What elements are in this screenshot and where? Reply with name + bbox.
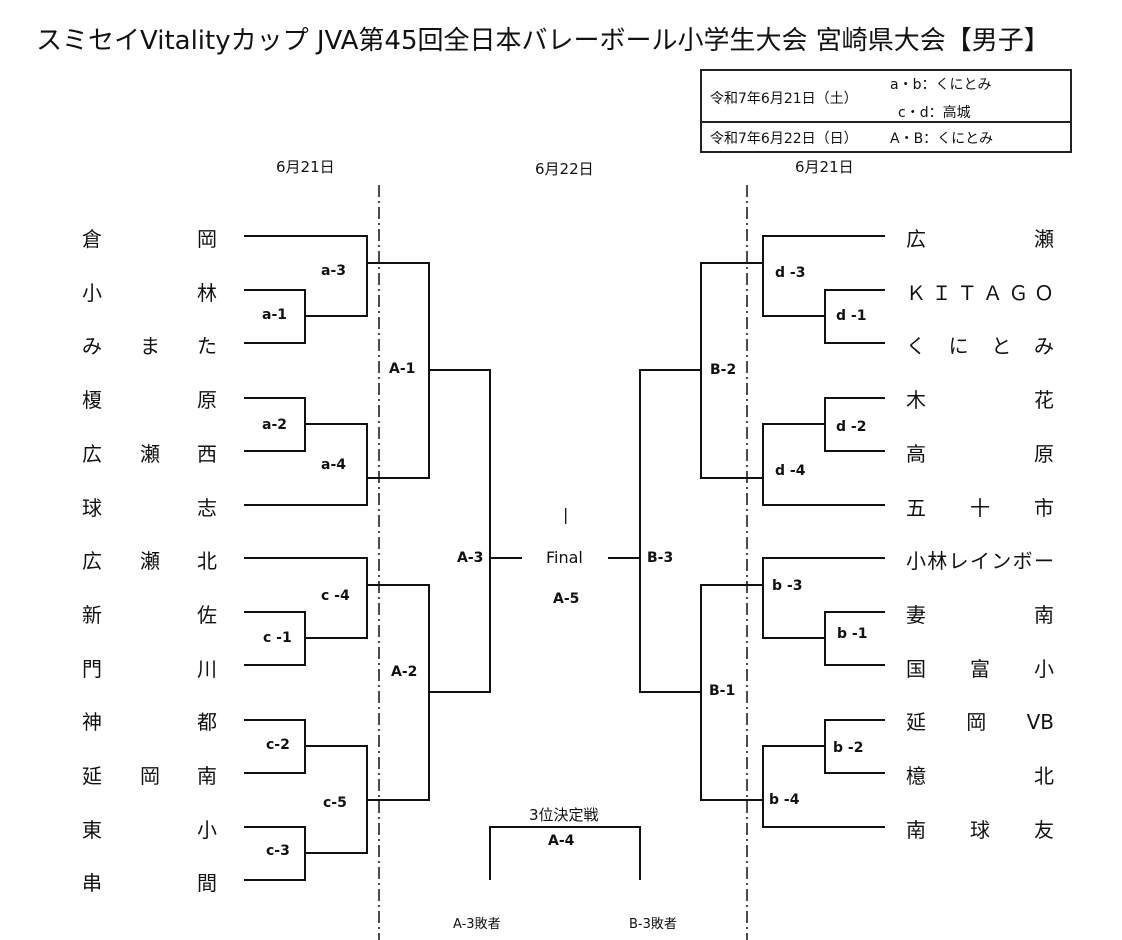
match-label-a1: a-1 bbox=[262, 307, 287, 323]
left-team-2-char-3: 林 bbox=[197, 280, 217, 305]
match-label-A3: A-3 bbox=[457, 550, 484, 566]
match-label-d2: d -2 bbox=[836, 419, 867, 435]
right-team-7: 小林レインボー bbox=[906, 549, 1054, 574]
left-team-10-char-3: 都 bbox=[197, 710, 217, 735]
right-team-8: 妻 南 bbox=[906, 602, 1054, 627]
schedule-row-day1: 令和7年6月21日（土） a・b：くにとみ c・d：高城 bbox=[702, 71, 1070, 123]
match-label-c2: c-2 bbox=[266, 737, 290, 753]
right-team-9: 国 富 小 bbox=[906, 656, 1054, 681]
match-label-A5: A-5 bbox=[553, 591, 580, 607]
match-label-d1: d -1 bbox=[836, 308, 867, 324]
right-team-3: く に と み bbox=[906, 334, 1054, 359]
left-team-7-char-1: 広 bbox=[82, 549, 102, 574]
schedule-day2-date: 令和7年6月22日（日） bbox=[710, 131, 858, 147]
left-team-9-char-1: 門 bbox=[82, 656, 102, 681]
match-label-B3: B-3 bbox=[647, 550, 674, 566]
left-team-2-char-1: 小 bbox=[82, 280, 102, 305]
left-team-6-char-3: 志 bbox=[197, 495, 217, 520]
right-team-11: 檍 北 bbox=[906, 764, 1054, 788]
schedule-box: 令和7年6月21日（土） a・b：くにとみ c・d：高城 令和7年6月22日（日… bbox=[700, 69, 1072, 153]
third-place-left-loser: A-3敗者 bbox=[453, 917, 501, 932]
left-team-11-char-1: 延 bbox=[82, 764, 102, 788]
match-label-B2: B-2 bbox=[710, 362, 737, 378]
schedule-day1-date: 令和7年6月21日（土） bbox=[710, 91, 858, 107]
match-label-d3: d -3 bbox=[775, 265, 806, 281]
left-team-10-char-1: 神 bbox=[82, 710, 102, 735]
left-team-8-char-1: 新 bbox=[82, 602, 102, 627]
left-team-7-char-2: 瀬 bbox=[140, 549, 160, 574]
left-team-6-char-1: 球 bbox=[82, 495, 102, 520]
match-label-b2: b -2 bbox=[833, 740, 864, 756]
left-team-4-char-3: 原 bbox=[197, 388, 217, 413]
day-label-right: 6月21日 bbox=[795, 158, 854, 176]
left-team-12-char-3: 小 bbox=[197, 817, 217, 842]
left-team-11-char-2: 岡 bbox=[140, 764, 160, 788]
right-team-10: 延 岡 VB bbox=[906, 710, 1054, 735]
right-team-4: 木 花 bbox=[906, 388, 1054, 413]
left-team-5-char-1: 広 bbox=[82, 441, 102, 466]
day-label-center: 6月22日 bbox=[535, 160, 594, 178]
right-team-12: 南 球 友 bbox=[906, 817, 1054, 842]
left-team-9-char-3: 川 bbox=[197, 656, 217, 681]
left-team-5-char-3: 西 bbox=[197, 441, 217, 466]
right-team-1: 広 瀬 bbox=[906, 227, 1054, 251]
third-place-right-loser: B-3敗者 bbox=[629, 917, 677, 932]
match-label-a3: a-3 bbox=[321, 263, 346, 279]
right-team-2: ＫＩＴＡＧＯ bbox=[906, 280, 1054, 305]
match-label-c1: c -1 bbox=[263, 630, 292, 646]
schedule-day2-venue-AB: A・B：くにとみ bbox=[890, 131, 994, 147]
match-label-a2: a-2 bbox=[262, 417, 287, 433]
match-label-A4: A-4 bbox=[548, 833, 575, 849]
match-label-d4: d -4 bbox=[775, 463, 806, 479]
schedule-day1-venue-cd: c・d：高城 bbox=[898, 105, 971, 121]
match-label-B1: B-1 bbox=[709, 683, 736, 699]
final-label: Final bbox=[546, 548, 583, 567]
right-team-5: 高 原 bbox=[906, 441, 1054, 466]
match-label-b3: b -3 bbox=[772, 578, 803, 594]
match-label-b1: b -1 bbox=[837, 626, 868, 642]
left-team-7-char-3: 北 bbox=[197, 549, 217, 574]
match-label-A2: A-2 bbox=[391, 664, 418, 680]
match-label-a4: a-4 bbox=[321, 457, 346, 473]
left-team-12-char-1: 東 bbox=[82, 817, 102, 842]
match-label-A1: A-1 bbox=[389, 361, 416, 377]
third-place-title: 3位決定戦 bbox=[529, 806, 599, 824]
left-team-5-char-2: 瀬 bbox=[140, 441, 160, 466]
left-team-13-char-3: 間 bbox=[197, 871, 217, 896]
final-mark: | bbox=[563, 505, 569, 524]
left-team-11-char-3: 南 bbox=[197, 764, 217, 788]
match-label-c4: c -4 bbox=[321, 588, 350, 604]
schedule-day1-venue-ab: a・b：くにとみ bbox=[890, 77, 992, 93]
left-team-1-char-1: 倉 bbox=[82, 227, 102, 251]
left-team-13-char-1: 串 bbox=[82, 871, 102, 896]
left-team-3-char-2: ま bbox=[140, 334, 160, 359]
page-title: スミセイVitalityカップ JVA第45回全日本バレーボール小学生大会 宮崎… bbox=[36, 26, 1050, 56]
left-team-3-char-3: た bbox=[197, 334, 217, 359]
match-label-c3: c-3 bbox=[266, 843, 290, 859]
left-team-1-char-3: 岡 bbox=[197, 227, 217, 251]
right-team-6: 五 十 市 bbox=[906, 495, 1054, 520]
match-label-c5: c-5 bbox=[323, 795, 347, 811]
match-label-b4: b -4 bbox=[769, 792, 800, 808]
left-team-3-char-1: み bbox=[82, 334, 102, 359]
left-team-4-char-1: 榎 bbox=[82, 388, 102, 413]
day-label-left: 6月21日 bbox=[276, 158, 335, 176]
schedule-row-day2: 令和7年6月22日（日） A・B：くにとみ bbox=[702, 123, 1070, 151]
left-team-8-char-3: 佐 bbox=[197, 602, 217, 627]
